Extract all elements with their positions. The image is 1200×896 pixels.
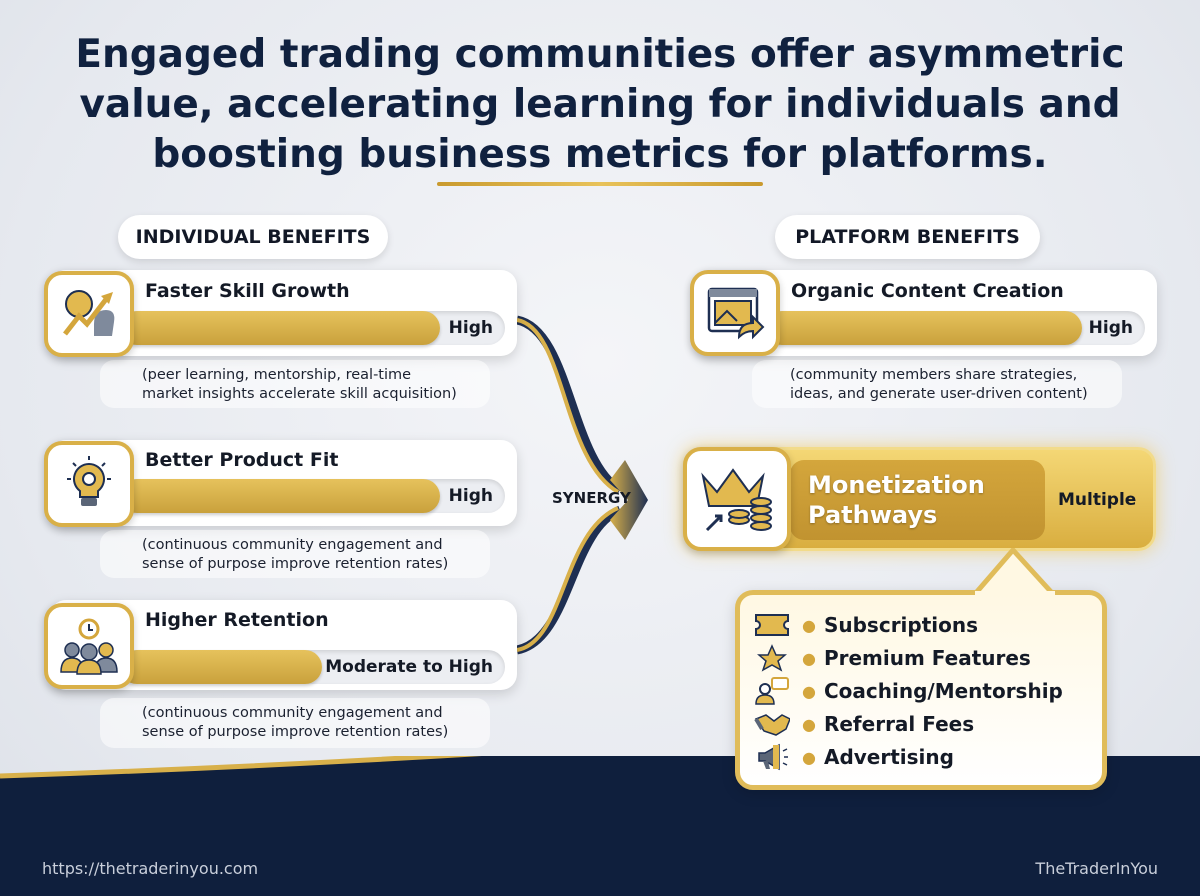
headline-line: Engaged trading communities offer asymme… (75, 32, 1125, 77)
benefit-level-bar: High (120, 479, 505, 513)
benefit-title: Organic Content Creation (791, 280, 1064, 302)
headline-line: boosting business metrics for platforms. (152, 132, 1048, 177)
benefit-title: Faster Skill Growth (145, 280, 350, 302)
brain-growth-icon (44, 271, 134, 357)
ticket-icon (750, 613, 794, 637)
benefit-title: Better Product Fit (145, 449, 339, 471)
synergy-flow-arrows (515, 315, 648, 655)
headline-line: value, accelerating learning for individ… (79, 82, 1121, 127)
benefit-level: High (1088, 318, 1133, 338)
monetization-level: Multiple (1058, 490, 1137, 510)
list-item: ●Referral Fees (750, 709, 974, 739)
benefit-caption: (community members share strategies,idea… (752, 360, 1122, 408)
footer-url[interactable]: https://thetraderinyou.com (42, 859, 259, 878)
list-item: ●Coaching/Mentorship (750, 676, 1063, 706)
benefit-level: High (448, 318, 493, 338)
benefit-level: Moderate to High (325, 657, 493, 677)
flow-curve (516, 318, 620, 494)
footer-band (0, 756, 1200, 896)
crown-coins-icon (683, 447, 791, 551)
list-item: ●Subscriptions (750, 610, 978, 640)
dropdown-pointer (975, 548, 1055, 596)
synergy-arrowhead (610, 460, 648, 540)
synergy-label: SYNERGY (552, 489, 631, 507)
benefit-level-bar: High (765, 311, 1145, 345)
benefit-level: High (448, 486, 493, 506)
mentor-chat-icon (750, 677, 794, 705)
platform-benefits-header: PLATFORM BENEFITS (775, 215, 1040, 259)
list-item: ●Premium Features (750, 643, 1031, 673)
flow-curve (516, 506, 619, 652)
list-item: ●Advertising (750, 742, 954, 772)
benefit-title: Higher Retention (145, 609, 329, 631)
handshake-icon (750, 711, 794, 737)
star-icon (750, 644, 794, 672)
team-clock-icon (44, 603, 134, 689)
benefit-level-bar: High (120, 311, 505, 345)
footer-brand: TheTraderInYou (1035, 859, 1158, 878)
title-underline (437, 182, 763, 186)
headline: Engaged trading communities offer asymme… (0, 30, 1200, 180)
lightbulb-gear-icon (44, 441, 134, 527)
benefit-level-bar: Moderate to High (120, 650, 505, 684)
megaphone-icon (750, 743, 794, 771)
content-share-icon (690, 270, 780, 356)
monetization-pathways-list: ●Subscriptions ●Premium Features ●Coachi… (735, 590, 1107, 790)
individual-benefits-header: INDIVIDUAL BENEFITS (118, 215, 388, 259)
